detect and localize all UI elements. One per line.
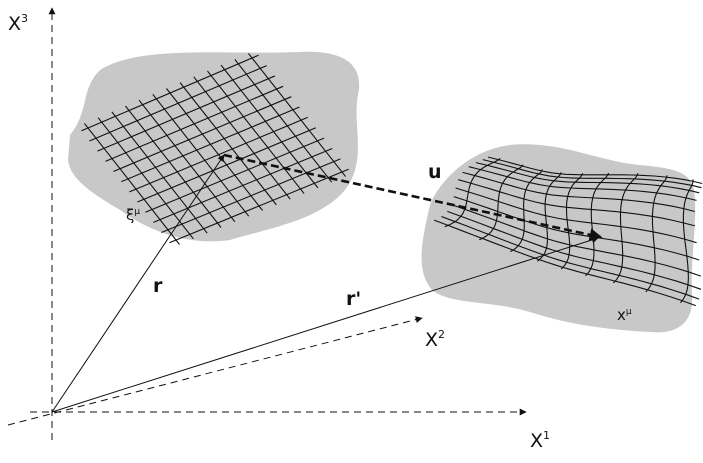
grid-line: [113, 96, 292, 173]
grid-line: [680, 179, 694, 304]
grid-line: [560, 172, 584, 270]
grid-line: [138, 99, 236, 223]
x2-axis: [7, 316, 423, 426]
r-prime-vector: [51, 236, 599, 413]
r-label: r: [153, 275, 163, 297]
grid-line: [81, 54, 259, 132]
grid-line: [89, 65, 267, 142]
deformed-grid: [433, 156, 703, 307]
grid-line: [97, 75, 276, 152]
grid-line: [536, 172, 562, 262]
u-vector: [223, 153, 603, 242]
undeformed-patch: [68, 51, 360, 242]
grid-line: [152, 93, 250, 217]
grid-line: [137, 127, 317, 203]
x-mu-label: xμ: [617, 306, 632, 324]
grid-line: [444, 157, 501, 228]
grid-line: [121, 106, 300, 183]
undeformed-grid: [81, 53, 349, 245]
r-vector: [51, 154, 225, 413]
grid-line: [220, 64, 319, 189]
x3-axis-label: X3: [8, 12, 28, 35]
grid-line: [234, 58, 333, 183]
x1-axis-label: X1: [530, 429, 550, 452]
grid-line: [84, 123, 180, 245]
grid-line: [206, 70, 305, 194]
grid-line: [166, 88, 263, 211]
grid-line: [193, 76, 291, 200]
u-label: u: [428, 161, 442, 183]
grid-line: [179, 82, 277, 206]
r-prime-label: r': [346, 288, 361, 310]
grid-line: [161, 158, 341, 234]
grid-line: [97, 117, 194, 240]
x2-axis-label: X2: [425, 328, 445, 351]
grid-line: [613, 173, 639, 284]
grid-line: [478, 164, 524, 241]
grid-line: [645, 175, 668, 293]
grid-line: [585, 172, 610, 277]
grid-line: [105, 85, 284, 162]
deformed-patch: [421, 144, 696, 333]
grid-line: [247, 53, 347, 177]
grid-line: [145, 137, 325, 213]
grid-line: [153, 148, 333, 223]
grid-line: [510, 169, 543, 253]
xi-mu-label: ξμ: [126, 206, 140, 224]
grid-line: [125, 105, 222, 228]
grid-line: [169, 168, 349, 244]
grid-line: [111, 111, 208, 234]
